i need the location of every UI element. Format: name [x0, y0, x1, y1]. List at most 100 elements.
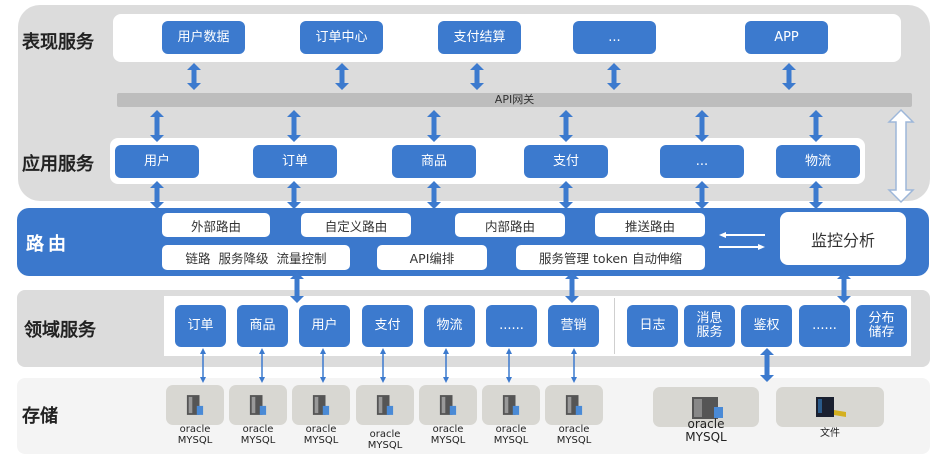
db-line2: MYSQL	[240, 435, 276, 446]
domain-infra-log[interactable]: 日志	[627, 305, 678, 347]
domain-divider	[614, 298, 615, 354]
arrowhead-icon	[506, 377, 512, 383]
route-service-management[interactable]: 服务管理 token 自动伸缩	[516, 245, 705, 270]
presentation-item-user-data[interactable]: 用户数据	[162, 21, 245, 54]
db-line2: MYSQL	[303, 435, 339, 446]
double-arrow-icon	[565, 272, 579, 303]
server-icon	[376, 395, 394, 415]
double-arrow-icon	[287, 110, 301, 142]
domain-item-marketing[interactable]: 营销	[548, 305, 599, 347]
arrowhead-icon	[571, 377, 577, 383]
double-arrow-icon	[559, 110, 573, 142]
server-icon	[439, 395, 457, 415]
server-icon	[312, 395, 330, 415]
domain-item-product[interactable]: 商品	[237, 305, 288, 347]
db-line1: oracle	[558, 424, 590, 435]
double-arrow-icon	[187, 63, 201, 90]
double-arrow-icon	[335, 63, 349, 90]
route-custom[interactable]: 自定义路由	[301, 213, 411, 237]
presentation-item-order-center[interactable]: 订单中心	[300, 21, 383, 54]
route-api-orchestration[interactable]: API编排	[377, 245, 487, 270]
presentation-layer-label: 表现服务	[22, 32, 94, 53]
double-arrow-icon	[150, 110, 164, 142]
storage-layer-label: 存储	[22, 406, 58, 427]
arrowhead-icon	[259, 377, 265, 383]
server-icon	[502, 395, 520, 415]
double-arrow-icon	[809, 181, 823, 209]
double-arrow-icon	[695, 110, 709, 142]
arrowhead-icon	[571, 348, 577, 354]
application-item-user[interactable]: 用户	[115, 145, 199, 178]
domain-item-logistics[interactable]: 物流	[424, 305, 475, 347]
double-arrow-icon	[782, 63, 796, 90]
application-item-more[interactable]: ...	[660, 145, 744, 178]
application-layer-label: 应用服务	[22, 154, 94, 175]
hollow-double-arrow-icon	[887, 108, 915, 204]
routing-layer-label: 路由	[26, 234, 70, 255]
db-line2: MYSQL	[556, 435, 592, 446]
domain-item-order[interactable]: 订单	[175, 305, 226, 347]
double-arrow-icon	[559, 181, 573, 209]
presentation-item-more[interactable]: ...	[573, 21, 656, 54]
server-icon	[692, 397, 723, 419]
double-arrow-icon	[287, 181, 301, 209]
db-line1: oracle	[369, 429, 401, 440]
domain-infra-messaging[interactable]: 消息 服务	[684, 305, 735, 347]
route-link-degrade-flow[interactable]: 链路 服务降级 流量控制	[162, 245, 350, 270]
arrowhead-icon	[443, 377, 449, 383]
domain-item-user[interactable]: 用户	[299, 305, 350, 347]
domain-item-more[interactable]: ......	[486, 305, 537, 347]
presentation-item-payment[interactable]: 支付结算	[438, 21, 521, 54]
server-icon	[565, 395, 583, 415]
server-icon	[186, 395, 204, 415]
domain-infra-auth[interactable]: 鉴权	[741, 305, 792, 347]
application-item-product[interactable]: 商品	[392, 145, 476, 178]
monitor-analysis[interactable]: 监控分析	[780, 212, 906, 265]
db-line1: oracle	[495, 424, 527, 435]
arrowhead-icon	[380, 377, 386, 383]
double-arrow-icon	[695, 181, 709, 209]
storage-file-label: 文件	[820, 428, 840, 439]
domain-infra-distributed-storage[interactable]: 分布 储存	[856, 305, 907, 347]
server-icon	[249, 395, 267, 415]
arrowhead-icon	[200, 348, 206, 354]
double-arrow-icon	[470, 63, 484, 90]
domain-layer-label: 领域服务	[24, 320, 96, 341]
arrowhead-icon	[320, 377, 326, 383]
arrowhead-icon	[259, 348, 265, 354]
db-line1: oracle	[179, 424, 211, 435]
route-internal[interactable]: 内部路由	[455, 213, 565, 237]
double-arrow-icon	[290, 272, 304, 303]
api-gateway-bar	[117, 93, 912, 107]
db-line2: MYSQL	[367, 440, 403, 451]
presentation-item-app[interactable]: APP	[745, 21, 828, 54]
api-gateway-label: API网关	[494, 93, 535, 106]
db-line2: MYSQL	[430, 435, 466, 446]
route-push[interactable]: 推送路由	[595, 213, 705, 237]
application-item-logistics[interactable]: 物流	[776, 145, 860, 178]
storage-db-large-label: oracle MYSQL	[670, 418, 742, 444]
domain-infra-more[interactable]: ......	[799, 305, 850, 347]
arrowhead-icon	[320, 348, 326, 354]
double-arrow-icon	[607, 63, 621, 90]
db-line2: MYSQL	[685, 430, 727, 444]
db-line2: MYSQL	[493, 435, 529, 446]
double-arrow-icon	[760, 348, 774, 382]
db-line2: MYSQL	[177, 435, 213, 446]
db-line1: oracle	[305, 424, 337, 435]
arrowhead-icon	[443, 348, 449, 354]
domain-item-payment[interactable]: 支付	[362, 305, 413, 347]
route-external[interactable]: 外部路由	[162, 213, 270, 237]
db-line1: oracle	[687, 417, 725, 431]
application-item-payment[interactable]: 支付	[524, 145, 608, 178]
bidirectional-arrows-icon	[719, 232, 765, 250]
application-item-order[interactable]: 订单	[253, 145, 337, 178]
